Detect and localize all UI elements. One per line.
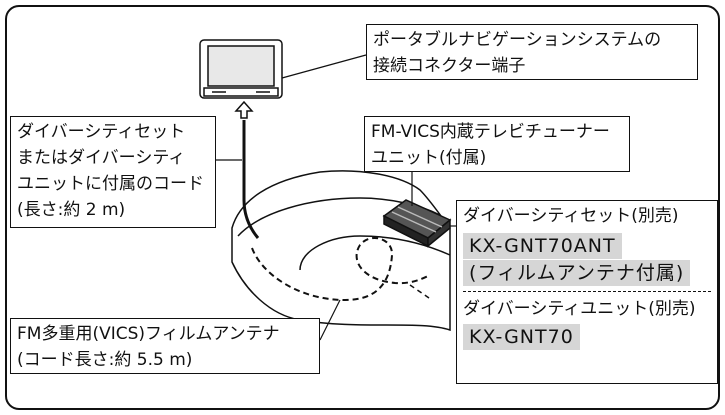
panel-divider bbox=[463, 291, 711, 292]
cord-label-line4: (長さ:約 2 m) bbox=[17, 200, 126, 220]
tuner-label-line2: ユニット(付属) bbox=[371, 148, 487, 168]
tuner-label: FM-VICS内蔵テレビチューナー ユニット(付属) bbox=[364, 116, 630, 172]
antenna-label: FM多重用(VICS)フィルムアンテナ (コード長さ:約 5.5 m) bbox=[10, 318, 320, 374]
up-arrow-icon bbox=[234, 100, 254, 119]
diversity-set-model-block: KX-GNT70ANT (フィルムアンテナ付属) bbox=[463, 233, 711, 287]
cord-label-line2: またはダイバーシティ bbox=[17, 148, 186, 168]
diversity-set-title: ダイバーシティセット(別売) bbox=[463, 206, 679, 226]
diversity-unit-model: KX-GNT70 bbox=[463, 324, 580, 350]
connector-label-line2: 接続コネクター端子 bbox=[373, 56, 526, 76]
cord-label: ダイバーシティセット またはダイバーシティ ユニットに付属のコード (長さ:約 … bbox=[10, 116, 216, 228]
tuner-unit-icon bbox=[382, 199, 452, 248]
antenna-cord-end bbox=[409, 284, 433, 301]
diversity-cord bbox=[242, 120, 260, 239]
diversity-unit-title: ダイバーシティユニット(別売) bbox=[463, 299, 696, 319]
dashboard-shape bbox=[231, 170, 451, 332]
cord-label-line3: ユニットに付属のコード bbox=[17, 174, 204, 194]
connector-label: ポータブルナビゲーションシステムの 接続コネクター端子 bbox=[366, 24, 698, 80]
connector-label-line1: ポータブルナビゲーションシステムの bbox=[373, 30, 662, 50]
cord-label-line1: ダイバーシティセット bbox=[17, 122, 186, 142]
diversity-set-model: KX-GNT70ANT bbox=[463, 233, 622, 259]
leader-lines bbox=[214, 54, 458, 341]
diversity-set-model-note: (フィルムアンテナ付属) bbox=[463, 260, 691, 286]
diversity-set-panel: ダイバーシティセット(別売) KX-GNT70ANT (フィルムアンテナ付属) … bbox=[456, 200, 718, 384]
antenna-cord bbox=[251, 236, 431, 302]
tuner-label-line1: FM-VICS内蔵テレビチューナー bbox=[371, 122, 610, 142]
navigation-monitor-icon bbox=[199, 39, 283, 99]
antenna-label-line2: (コード長さ:約 5.5 m) bbox=[17, 350, 193, 370]
antenna-label-line1: FM多重用(VICS)フィルムアンテナ bbox=[17, 324, 280, 344]
